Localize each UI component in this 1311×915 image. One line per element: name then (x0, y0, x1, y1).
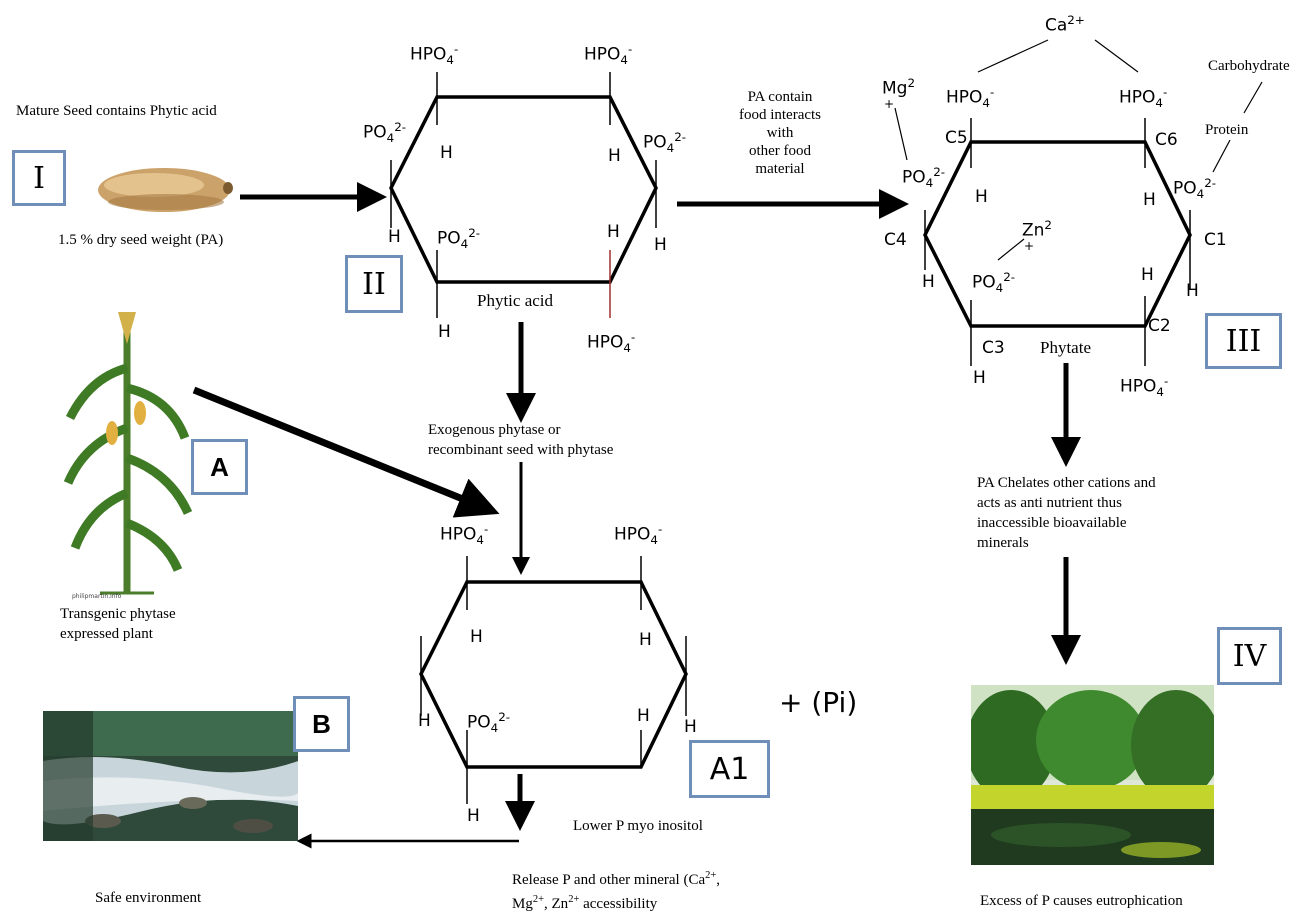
carbohydrate-label: Carbohydrate (1208, 58, 1290, 74)
plus-pi-label: + (Pi) (779, 686, 858, 719)
ca-ion: Ca2+ (1045, 13, 1085, 36)
transgenic-plant-text: Transgenic phytase expressed plant (60, 606, 176, 642)
po4-right-II: PO42- (643, 130, 687, 156)
hpo4-bottom-III: HPO4- (1120, 374, 1169, 400)
lower-p-label: Lower P myo inositol (573, 818, 703, 834)
dry-weight-text: 1.5 % dry seed weight (PA) (58, 232, 224, 248)
po4-left-III: PO42- (902, 165, 946, 191)
hpo4-top-right-III: HPO4- (1119, 85, 1168, 111)
river-image (43, 711, 298, 841)
safe-environment-label: Safe environment (95, 890, 202, 906)
h-A1-5: H (684, 717, 697, 737)
po4-right-III: PO42- (1173, 176, 1217, 202)
carbon-c2: C2 (1148, 316, 1171, 336)
svg-text:philipmartin.info: philipmartin.info (72, 593, 122, 600)
h-A1-1: H (470, 627, 483, 647)
label-box-IV: IV (1217, 627, 1282, 685)
po4-left-II: PO42- (363, 120, 407, 146)
po4-bottom-II: PO42- (437, 226, 481, 252)
h-A1-4: H (637, 706, 650, 726)
h-III-4: H (922, 272, 935, 292)
phytic-acid-label: Phytic acid (477, 291, 554, 310)
zn-ion: Zn2+ (1022, 218, 1052, 253)
seed-image (98, 168, 233, 212)
release-text: Release P and other mineral (Ca2+, Mg2+,… (512, 870, 721, 912)
h-II-2: H (608, 146, 621, 166)
label-box-B: B (293, 696, 350, 752)
hpo4-bottom-II: HPO4- (587, 330, 636, 356)
label-box-A: A (191, 439, 248, 495)
h-II-1: H (440, 143, 453, 163)
protein-label: Protein (1205, 122, 1249, 138)
h-A1-2: H (639, 630, 652, 650)
hpo4-top-left-II: HPO4- (410, 42, 459, 68)
hexagon-phytic-acid (389, 95, 658, 284)
carbon-c4: C4 (884, 230, 907, 250)
carbon-c1: C1 (1204, 230, 1227, 250)
label-box-A1: A1 (689, 740, 770, 798)
hexagon-lower-p (419, 580, 688, 769)
phytate-label: Phytate (1040, 338, 1091, 357)
hpo4-top-left-III: HPO4- (946, 85, 995, 111)
carbon-c6: C6 (1155, 130, 1178, 150)
h-III-3: H (1141, 265, 1154, 285)
po4-bottom-A1: PO42- (467, 710, 511, 736)
carbon-c5: C5 (945, 128, 968, 148)
chelates-text: PA Chelates other cations and acts as an… (977, 475, 1156, 551)
label-box-III: III (1205, 313, 1282, 369)
h-II-5: H (654, 235, 667, 255)
h-III-1: H (975, 187, 988, 207)
eutrophication-label: Excess of P causes eutrophication (980, 893, 1183, 909)
mature-seed-text: Mature Seed contains Phytic acid (16, 103, 217, 119)
h-A1-3: H (418, 711, 431, 731)
h-II-4: H (607, 222, 620, 242)
h-II-6: H (438, 322, 451, 342)
h-III-2: H (1143, 190, 1156, 210)
hexagon-phytate (923, 140, 1192, 328)
hpo4-top-left-A1: HPO4- (440, 522, 489, 548)
pa-contain-text: PA contain food interacts with other foo… (738, 89, 822, 177)
h-III-5: H (1186, 281, 1199, 301)
corn-plant-image: philipmartin.info (63, 312, 193, 600)
hpo4-top-right-A1: HPO4- (614, 522, 663, 548)
carbon-c3: C3 (982, 338, 1005, 358)
label-box-II: II (345, 255, 403, 313)
exogenous-phytase-text: Exogenous phytase or recombinant seed wi… (428, 422, 614, 458)
eutrophic-pond-image (971, 685, 1214, 865)
label-box-I: I (12, 150, 66, 206)
h-II-3: H (388, 227, 401, 247)
mg-ion: Mg2+ (882, 76, 916, 111)
h-III-6: H (973, 368, 986, 388)
hpo4-top-right-II: HPO4- (584, 42, 633, 68)
po4-bottom-III: PO42- (972, 270, 1016, 296)
h-A1-6: H (467, 806, 480, 826)
